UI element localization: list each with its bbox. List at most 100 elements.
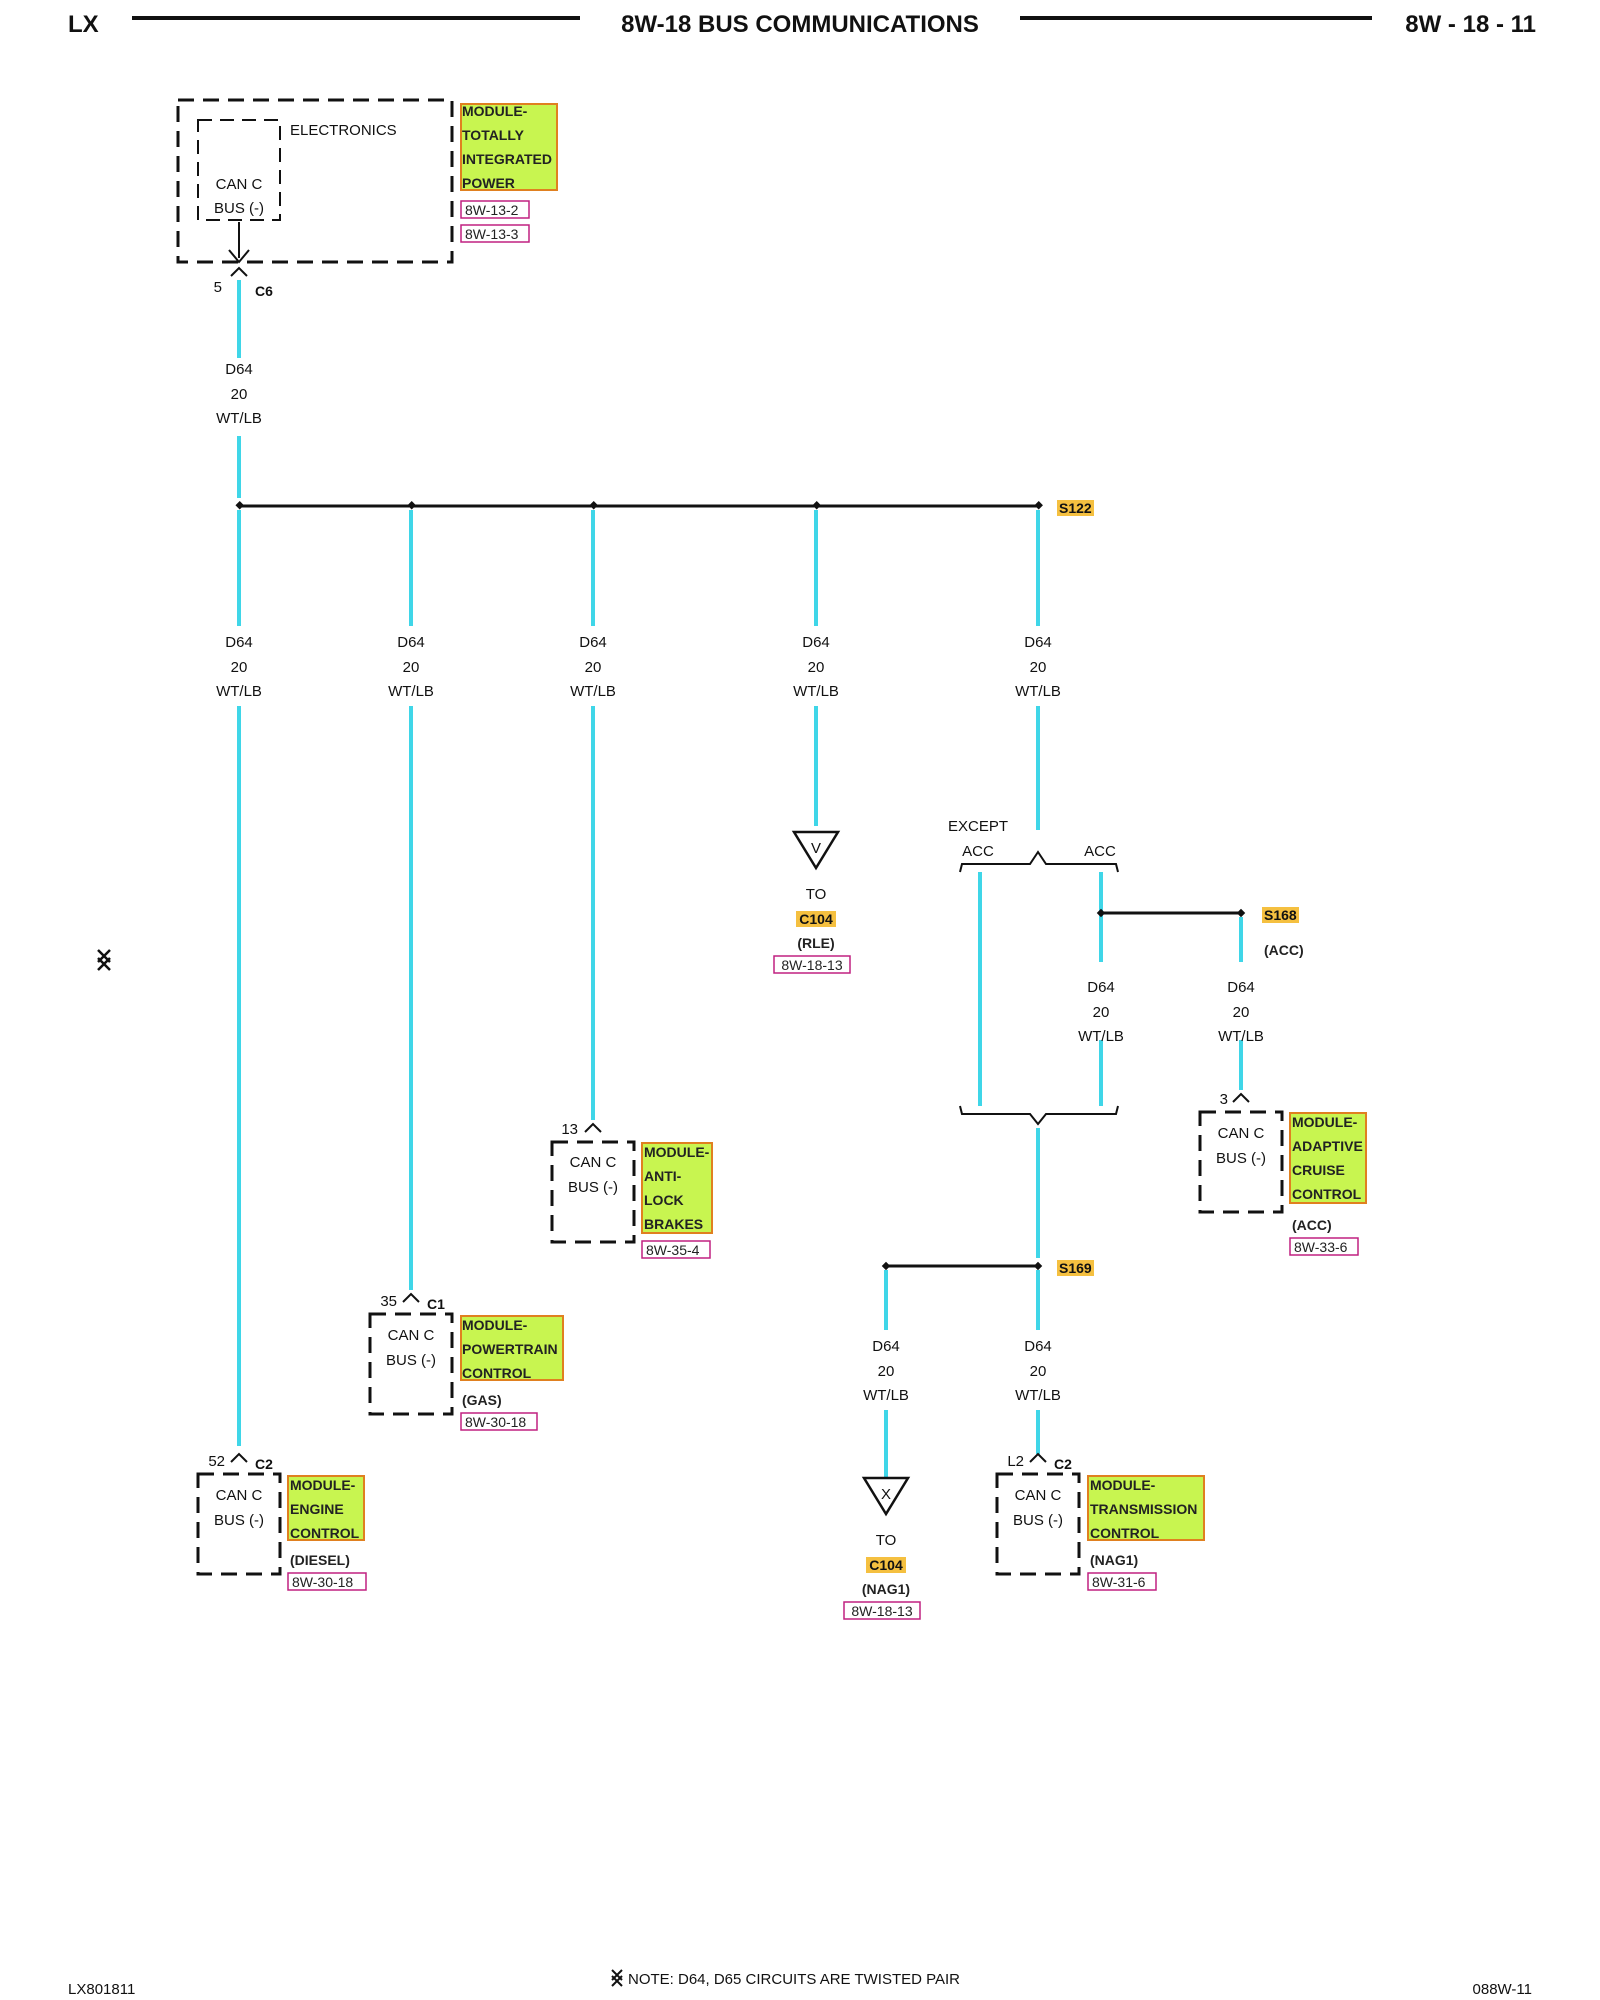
wire-tcm-gauge: 20: [1030, 1363, 1047, 1380]
rle-connector-bg: [796, 911, 836, 927]
s122-node-2: [407, 501, 416, 510]
abs-module[interactable]: 13 CAN C BUS (-) MODULE- ANTI- LOCK BRAK…: [550, 1121, 713, 1259]
tcm-module[interactable]: L2 C2 CAN C BUS (-) MODULE- TRANSMISSION…: [995, 1452, 1205, 1591]
rle-ref[interactable]: 8W-18-13: [781, 957, 842, 973]
s122-node-4: [812, 501, 821, 510]
s169-node-1: [881, 1261, 891, 1271]
pcm-bus-line2: BUS (-): [386, 1352, 436, 1369]
tipm-ref-2[interactable]: 8W-13-3: [465, 226, 519, 242]
tipm-name-4: POWER: [462, 175, 515, 191]
tipm-name-2: TOTALLY: [462, 127, 525, 143]
acc-ref[interactable]: 8W-33-6: [1294, 1239, 1348, 1255]
wire-nag1-color: WT/LB: [863, 1387, 909, 1404]
abs-bus-line1: CAN C: [570, 1154, 617, 1171]
nag1-symbol: X: [881, 1486, 891, 1503]
s169-node-2: [1033, 1261, 1043, 1271]
wire-acc-right-color: WT/LB: [1218, 1028, 1264, 1045]
s168-label-bg: [1262, 907, 1299, 923]
acc-module[interactable]: 3 CAN C BUS (-) MODULE- ADAPTIVE CRUISE …: [1198, 1091, 1367, 1256]
abs-name-bg: [641, 1142, 713, 1234]
ecm-name-1: MODULE-: [290, 1477, 356, 1493]
tipm-ref-1[interactable]: 8W-13-2: [465, 202, 519, 218]
to-c104-rle[interactable]: V TO C104 (RLE) 8W-18-13: [773, 830, 851, 974]
tcm-name-3: CONTROL: [1090, 1525, 1160, 1541]
tcm-connector: C2: [1054, 1456, 1072, 1472]
tcm-ref[interactable]: 8W-31-6: [1092, 1574, 1146, 1590]
pcm-bus-line1: CAN C: [388, 1327, 435, 1344]
acc-name-bg: [1289, 1112, 1367, 1204]
tcm-name-bg: [1087, 1475, 1205, 1541]
wire-tcm-color: WT/LB: [1015, 1387, 1061, 1404]
tcm-bus-line1: CAN C: [1015, 1487, 1062, 1504]
wire-abs-gauge: 20: [585, 659, 602, 676]
wire-acc-left-gauge: 20: [1093, 1004, 1110, 1021]
wire-rle-color: WT/LB: [793, 683, 839, 700]
header-left: LX: [68, 11, 99, 38]
pcm-ref-box: [460, 1412, 538, 1431]
abs-ref[interactable]: 8W-35-4: [646, 1242, 700, 1258]
wire-opt-gauge: 20: [1030, 659, 1047, 676]
wire-label-top: D64 20 WT/LB: [216, 361, 262, 427]
page-footer: LX801811 NOTE: D64, D65 CIRCUITS ARE TWI…: [68, 1969, 1532, 1998]
ecm-variant: (DIESEL): [290, 1552, 350, 1568]
ecm-name-bg: [287, 1475, 365, 1541]
s122-node-1: [235, 501, 244, 510]
nag1-connector-triangle-icon: [861, 1476, 911, 1517]
tipm-housing: [176, 98, 454, 264]
nag1-ref[interactable]: 8W-18-13: [851, 1603, 912, 1619]
tipm-module: ELECTRONICS CAN C BUS (-) MODULE- TOTALL…: [176, 98, 558, 299]
s169-label: S169: [1059, 1260, 1092, 1276]
ecm-name-3: CONTROL: [290, 1525, 360, 1541]
tcm-name-1: MODULE-: [1090, 1477, 1156, 1493]
acc-variant: (ACC): [1292, 1217, 1332, 1233]
rle-variant: (RLE): [797, 935, 834, 951]
tipm-connector: C6: [255, 283, 273, 299]
pcm-ref[interactable]: 8W-30-18: [465, 1414, 526, 1430]
ecm-connector: C2: [255, 1456, 273, 1472]
tcm-pin: L2: [1007, 1453, 1024, 1470]
abs-name-1: MODULE-: [644, 1144, 710, 1160]
abs-name-4: BRAKES: [644, 1216, 703, 1232]
tcm-connector-icon: [1029, 1452, 1047, 1463]
wire-acc-right-circuit: D64: [1227, 979, 1255, 996]
wire-label-acc-left: D64 20 WT/LB: [1078, 979, 1124, 1045]
s122-splice: S122: [235, 500, 1094, 516]
pcm-name-bg: [460, 1315, 564, 1381]
pcm-module[interactable]: 35 C1 CAN C BUS (-) MODULE- POWERTRAIN C…: [368, 1292, 564, 1431]
wire-label-abs: D64 20 WT/LB: [570, 634, 616, 700]
tipm-name-3: INTEGRATED: [462, 151, 552, 167]
ecm-module[interactable]: 52 C2 CAN C BUS (-) MODULE- ENGINE CONTR…: [196, 1452, 367, 1591]
s168-note: (ACC): [1264, 942, 1304, 958]
pcm-pin: 35: [380, 1293, 397, 1310]
s168-splice: S168 (ACC): [1096, 907, 1304, 958]
acc-name-3: CRUISE: [1292, 1162, 1345, 1178]
acc-pin: 3: [1220, 1091, 1228, 1108]
to-c104-nag1[interactable]: X TO C104 (NAG1) 8W-18-13: [843, 1476, 921, 1620]
page-header: LX 8W-18 BUS COMMUNICATIONS 8W - 18 - 11: [68, 11, 1536, 38]
s168-label: S168: [1264, 907, 1297, 923]
acc-connector-icon: [1232, 1092, 1250, 1103]
pcm-housing: [368, 1312, 454, 1416]
option-acc-left: ACC: [962, 843, 994, 860]
wire-acc-left-color: WT/LB: [1078, 1028, 1124, 1045]
wire-nag1-gauge: 20: [878, 1363, 895, 1380]
twisted-pair-marker-icon: [97, 949, 111, 971]
wire-top-color: WT/LB: [216, 410, 262, 427]
wire-label-rle: D64 20 WT/LB: [793, 634, 839, 700]
tcm-bus-line2: BUS (-): [1013, 1512, 1063, 1529]
s168-node-2: [1236, 908, 1246, 918]
wire-rle-gauge: 20: [808, 659, 825, 676]
ecm-ref[interactable]: 8W-30-18: [292, 1574, 353, 1590]
wire-rle-circuit: D64: [802, 634, 830, 651]
ecm-ref-box: [287, 1572, 367, 1591]
tcm-ref-box: [1087, 1572, 1157, 1591]
pcm-name-3: CONTROL: [462, 1365, 532, 1381]
rle-to: TO: [806, 886, 827, 903]
wire-opt-circuit: D64: [1024, 634, 1052, 651]
acc-bus-line2: BUS (-): [1216, 1150, 1266, 1167]
pcm-connector-icon: [402, 1292, 420, 1303]
ecm-housing: [196, 1472, 282, 1576]
wire-nag1-circuit: D64: [872, 1338, 900, 1355]
pcm-variant: (GAS): [462, 1392, 502, 1408]
option-acc-right: ACC: [1084, 843, 1116, 860]
